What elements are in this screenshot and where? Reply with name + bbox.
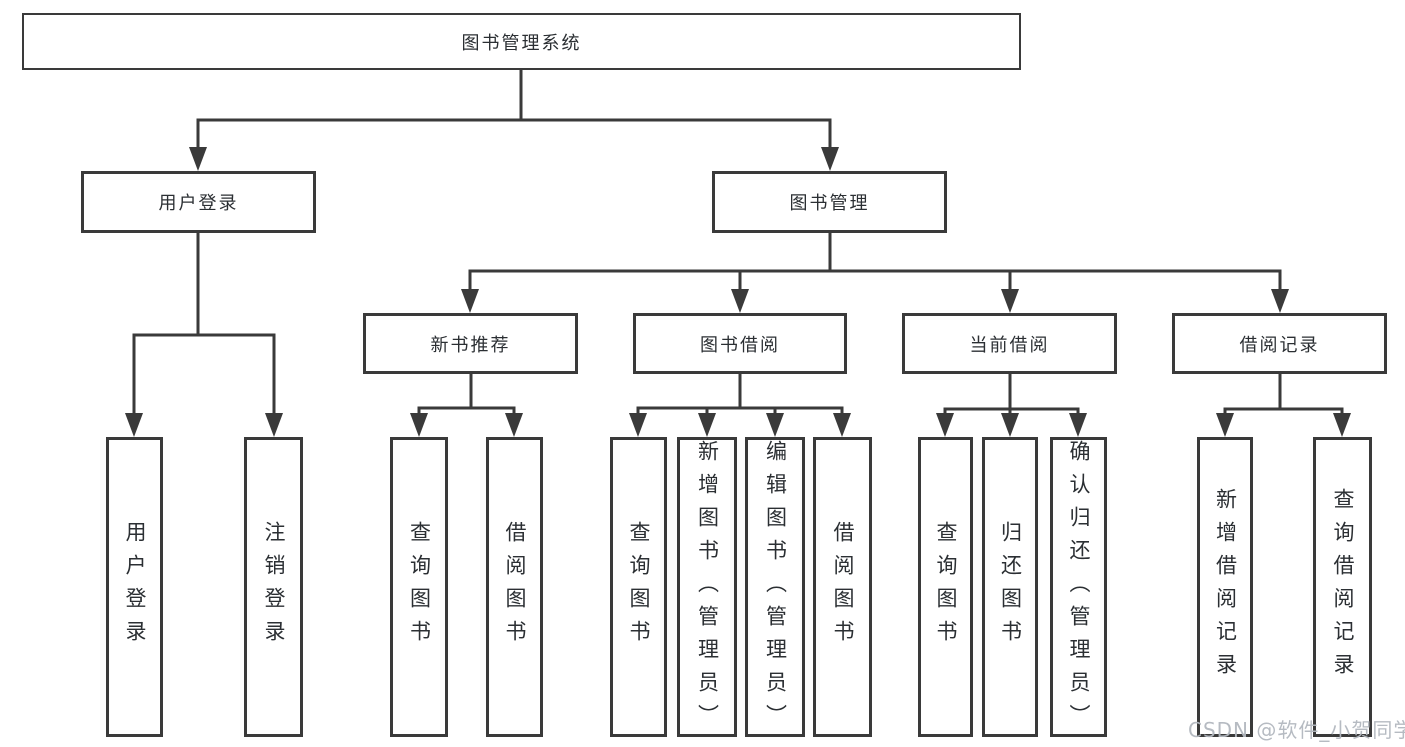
- node-new-book-recommend-label: 新书推荐: [430, 334, 511, 356]
- node-user-login: 用户登录: [81, 171, 316, 233]
- leaf-br-query-record-label: 查询借阅记录: [1331, 488, 1355, 686]
- leaf-br-add-record: 新增借阅记录: [1197, 437, 1253, 737]
- leaf-br-query-record: 查询借阅记录: [1313, 437, 1372, 737]
- node-root-system: 图书管理系统: [22, 13, 1021, 70]
- leaf-logout: 注销登录: [244, 437, 303, 737]
- leaf-bb-borrow-books: 借阅图书: [813, 437, 872, 737]
- node-current-borrowing: 当前借阅: [902, 313, 1117, 374]
- connector-newrec-bar: [417, 406, 516, 420]
- leaf-cb-query-books-label: 查询图书: [934, 521, 958, 653]
- node-root-label: 图书管理系统: [461, 32, 582, 54]
- node-borrowing-records-label: 借阅记录: [1239, 334, 1320, 356]
- connector-userlogin-bar: [132, 333, 276, 420]
- leaf-bb-add-books-admin-label: 新增图书（管理员）: [695, 440, 720, 737]
- node-book-borrowing-label: 图书借阅: [700, 334, 780, 356]
- leaf-bb-edit-books-admin-label: 编辑图书（管理员）: [763, 440, 788, 737]
- leaf-bb-add-books-admin: 新增图书（管理员）: [677, 437, 737, 737]
- leaf-bb-edit-books-admin: 编辑图书（管理员）: [745, 437, 805, 737]
- leaf-rec-query-books-label: 查询图书: [407, 521, 432, 653]
- node-book-management: 图书管理: [712, 171, 947, 233]
- node-borrowing-records: 借阅记录: [1172, 313, 1387, 374]
- leaf-user-login: 用户登录: [106, 437, 163, 737]
- node-book-management-label: 图书管理: [789, 193, 870, 214]
- leaf-cb-confirm-return-admin-label: 确认归还（管理员）: [1067, 440, 1091, 737]
- leaf-cb-query-books: 查询图书: [918, 437, 973, 737]
- connector-level2-bar: [468, 269, 1282, 296]
- node-current-borrowing-label: 当前借阅: [969, 334, 1050, 356]
- connector-level1-bar: [196, 118, 832, 153]
- node-new-book-recommend: 新书推荐: [363, 313, 578, 374]
- leaf-cb-return-books-label: 归还图书: [998, 521, 1023, 653]
- connector-curborrow-bar: [943, 407, 1080, 420]
- leaf-cb-return-books: 归还图书: [982, 437, 1038, 737]
- csdn-watermark: CSDN @软件_小贺同学: [1188, 718, 1405, 742]
- leaf-rec-query-books: 查询图书: [390, 437, 448, 737]
- leaf-bb-query-books-label: 查询图书: [627, 521, 651, 653]
- node-user-login-label: 用户登录: [158, 193, 239, 214]
- leaf-logout-label: 注销登录: [262, 521, 286, 653]
- node-book-borrowing: 图书借阅: [633, 313, 847, 374]
- connector-records-bar: [1223, 407, 1344, 420]
- leaf-bb-borrow-books-label: 借阅图书: [831, 521, 855, 653]
- leaf-cb-confirm-return-admin: 确认归还（管理员）: [1050, 437, 1107, 737]
- connector-bookborrow-bar: [636, 406, 844, 420]
- leaf-rec-borrow-books: 借阅图书: [486, 437, 543, 737]
- leaf-rec-borrow-books-label: 借阅图书: [503, 521, 527, 653]
- leaf-bb-query-books: 查询图书: [610, 437, 667, 737]
- leaf-br-add-record-label: 新增借阅记录: [1213, 488, 1238, 686]
- leaf-user-login-label: 用户登录: [123, 521, 147, 653]
